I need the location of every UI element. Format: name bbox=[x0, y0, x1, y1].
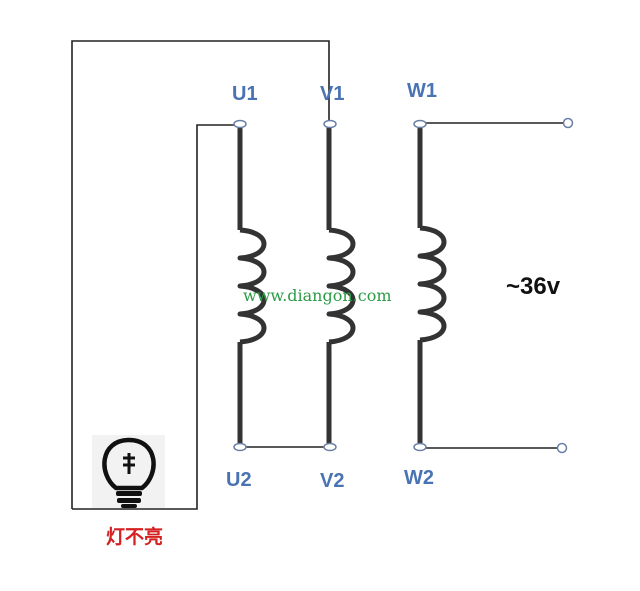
terminal-v1-node bbox=[323, 119, 337, 129]
winding-w bbox=[417, 125, 447, 447]
label-u2: U2 bbox=[226, 469, 252, 491]
terminal-w1-node bbox=[413, 119, 427, 129]
supply-voltage-label: ~36v bbox=[506, 273, 561, 300]
label-u1: U1 bbox=[232, 83, 258, 105]
winding-u bbox=[237, 125, 267, 446]
terminal-w2-node bbox=[413, 442, 427, 452]
lamp-to-u1-wire bbox=[72, 124, 240, 510]
terminal-u1-node bbox=[233, 119, 247, 129]
lamp-status-label: 灯不亮 bbox=[106, 525, 163, 548]
test-loop-wire bbox=[71, 40, 330, 509]
light-bulb-icon bbox=[92, 435, 165, 508]
label-v2: V2 bbox=[320, 470, 344, 492]
label-w1: W1 bbox=[407, 80, 437, 102]
label-v1: V1 bbox=[320, 83, 344, 105]
supply-terminal-top bbox=[562, 117, 574, 129]
winding-v bbox=[326, 125, 356, 446]
terminal-u2-node bbox=[233, 442, 247, 452]
supply-terminal-bottom bbox=[556, 442, 568, 454]
terminal-v2-node bbox=[323, 442, 337, 452]
label-w2: W2 bbox=[404, 467, 434, 489]
watermark-text: www.diangon.com bbox=[243, 286, 392, 305]
